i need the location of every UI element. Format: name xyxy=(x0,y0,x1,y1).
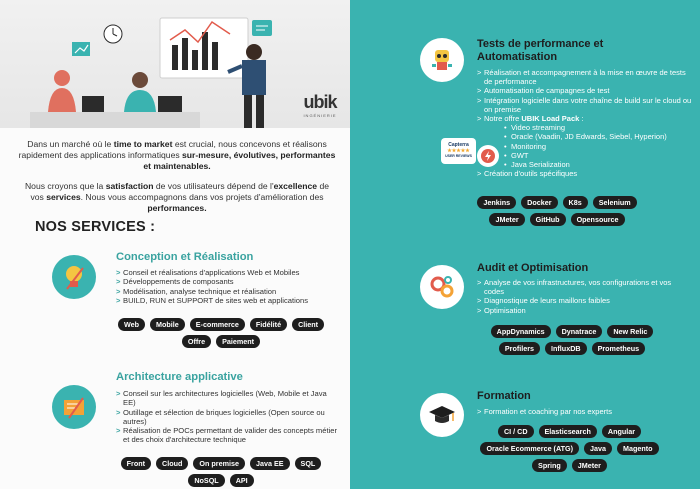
tag: Profilers xyxy=(498,342,541,355)
tag: K8s xyxy=(562,196,588,209)
hero-illustration: ubik INGÉNIERIE xyxy=(0,0,350,128)
formation-tags: CI / CD Elasticsearch Angular Oracle Eco… xyxy=(477,425,662,472)
conception-bullets: Conseil et réalisations d'applications W… xyxy=(116,268,341,305)
services-heading: NOS SERVICES : xyxy=(35,219,156,235)
architecture-bullets: Conseil sur les architectures logicielle… xyxy=(116,389,341,445)
tag: Opensource xyxy=(570,213,625,226)
list-item: Réalisation de POCs permettant de valide… xyxy=(116,426,341,445)
list-item: Outillage et sélection de briques logici… xyxy=(116,408,341,427)
list-item: Modélisation, analyse technique et réali… xyxy=(116,287,341,297)
tag: Spring xyxy=(532,459,567,472)
list-item: Conseil sur les architectures logicielle… xyxy=(116,389,341,408)
tag: JMeter xyxy=(489,213,525,226)
audit-title: Audit et Optimisation xyxy=(477,262,589,274)
tag: Web xyxy=(117,318,145,331)
tag: GitHub xyxy=(529,213,566,226)
tag: Oracle Ecommerce (ATG) xyxy=(480,442,579,455)
tag: Paiement xyxy=(216,335,261,348)
list-item: Optimisation xyxy=(477,306,692,315)
tag: JMeter xyxy=(571,459,607,472)
intro-text: Dans un marché où le time to market est … xyxy=(18,139,336,222)
tag: Angular xyxy=(601,425,642,438)
intro-paragraph-2: Nous croyons que la satisfaction de vos … xyxy=(24,180,330,214)
tag: Client xyxy=(292,318,325,331)
formation-bullets: Formation et coaching par nos experts xyxy=(477,407,692,416)
list-item: BUILD, RUN et SUPPORT de sites web et ap… xyxy=(116,296,341,306)
tag: On premise xyxy=(193,457,245,470)
list-item: Création d'outils spécifiques xyxy=(477,169,692,178)
tag: E-commerce xyxy=(189,318,245,331)
tag: InfluxDB xyxy=(545,342,587,355)
tag: Dynatrace xyxy=(555,325,603,338)
tag: Prometheus xyxy=(591,342,646,355)
architecture-title: Architecture applicative xyxy=(116,371,243,383)
left-page: ubik INGÉNIERIE Dans un marché où le tim… xyxy=(0,0,350,489)
list-item: Oracle (Vaadin, JD Edwards, Siebel, Hype… xyxy=(477,132,692,141)
performance-tags: Jenkins Docker K8s Selenium JMeter GitHu… xyxy=(477,196,637,226)
logo-wordmark: ubik xyxy=(303,92,337,112)
audit-tags: AppDynamics Dynatrace New Relic Profiler… xyxy=(477,325,667,355)
logo-subtitle: INGÉNIERIE xyxy=(303,113,337,118)
tag: NoSQL xyxy=(188,474,225,487)
tag: Docker xyxy=(521,196,558,209)
tag: Front xyxy=(120,457,152,470)
tag: Offre xyxy=(181,335,212,348)
robot-icon xyxy=(420,38,464,82)
conception-tags: Web Mobile E-commerce Fidélité Client Of… xyxy=(116,318,326,348)
tag: Magento xyxy=(617,442,659,455)
tag: SQL xyxy=(294,457,322,470)
list-item: Analyse de vos infrastructures, vos conf… xyxy=(477,278,692,296)
capterra-badge: Capterra ★★★★★ USER REVIEWS xyxy=(441,138,476,164)
lightning-icon xyxy=(477,145,499,167)
list-item: Formation et coaching par nos experts xyxy=(477,407,692,416)
list-item: Monitoring xyxy=(477,142,692,151)
list-item: Video streaming xyxy=(477,123,692,132)
conception-title: Conception et Réalisation xyxy=(116,251,254,263)
list-item: Conseil et réalisations d'applications W… xyxy=(116,268,341,278)
tag: Cloud xyxy=(156,457,189,470)
tag: API xyxy=(229,474,254,487)
performance-bullets: Réalisation et accompagnement à la mise … xyxy=(477,68,692,179)
architecture-tags: Front Cloud On premise Java EE SQL NoSQL… xyxy=(116,457,326,487)
audit-bullets: Analyse de vos infrastructures, vos conf… xyxy=(477,278,692,315)
tag: Fidélité xyxy=(249,318,288,331)
tag: AppDynamics xyxy=(490,325,551,338)
tag: Java EE xyxy=(249,457,290,470)
lightbulb-icon xyxy=(52,255,96,299)
tag: Elasticsearch xyxy=(538,425,597,438)
list-item: Intégration logicielle dans votre chaîne… xyxy=(477,96,692,114)
tag: New Relic xyxy=(607,325,654,338)
graduation-cap-icon xyxy=(420,393,464,437)
list-item: GWT xyxy=(477,151,692,160)
list-item: Développements de composants xyxy=(116,277,341,287)
list-item: Réalisation et accompagnement à la mise … xyxy=(477,68,692,86)
list-item: Java Serialization xyxy=(477,160,692,169)
team-illustration-icon xyxy=(30,17,272,128)
intro-paragraph-1: Dans un marché où le time to market est … xyxy=(18,139,336,172)
tag: Mobile xyxy=(149,318,185,331)
list-item: Automatisation de campagnes de test xyxy=(477,86,692,95)
list-item: Diagnostique de leurs maillons faibles xyxy=(477,296,692,305)
list-item: Notre offre UBIK Load Pack : xyxy=(477,114,692,123)
blueprint-icon xyxy=(52,385,96,429)
tag: CI / CD xyxy=(497,425,534,438)
tag: Java xyxy=(584,442,612,455)
formation-title: Formation xyxy=(477,390,531,402)
stars-icon: ★★★★★ xyxy=(447,148,470,154)
tag: Selenium xyxy=(592,196,637,209)
gears-icon xyxy=(420,265,464,309)
performance-title: Tests de performance et Automatisation xyxy=(477,38,604,63)
tag: Jenkins xyxy=(477,196,517,209)
ubik-logo: ubik INGÉNIERIE xyxy=(300,92,340,118)
